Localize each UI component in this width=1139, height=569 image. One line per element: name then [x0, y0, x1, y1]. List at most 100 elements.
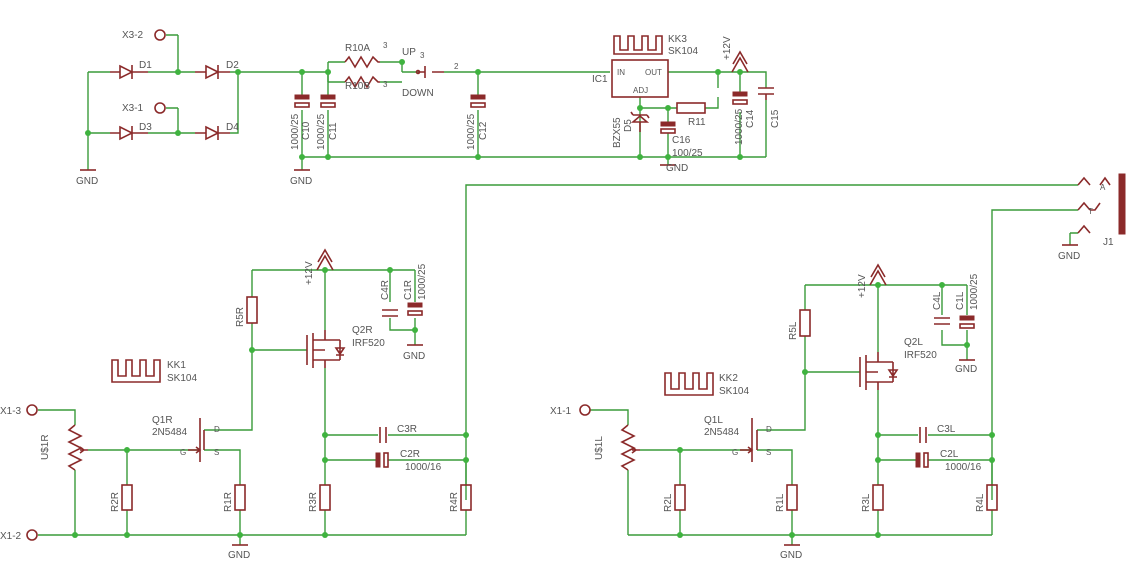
label-q1l-type: 2N5484 [704, 427, 739, 438]
capacitor-c11 [320, 94, 336, 108]
resistor-r3r [319, 484, 331, 511]
supply-arrow [316, 50, 887, 286]
resistor-r5l [799, 309, 811, 337]
capacitor-c3l [919, 427, 927, 443]
pot-us1l [620, 424, 640, 471]
wires [38, 34, 1078, 545]
mosfet-q2r [306, 330, 346, 368]
label-c1r: C1R [403, 280, 414, 300]
label-c14-value: 1000/25 [734, 108, 745, 145]
resistor-r3l [872, 484, 884, 511]
label-q1r-g: G [180, 448, 186, 457]
label-gnd-r: GND [228, 550, 250, 561]
connector-x3-2 [154, 29, 166, 41]
resistor-r1l [786, 484, 798, 511]
jack-j1 [1077, 173, 1126, 235]
label-gnd-jack: GND [1058, 251, 1080, 262]
label-us1l: U$1L [594, 436, 605, 460]
label-bzx55: BZX55 [612, 117, 623, 148]
heatsink-kk2 [664, 372, 714, 396]
label-12v-top: +12V [722, 36, 733, 60]
mosfet-q2l [859, 352, 899, 390]
label-c1l: C1L [955, 291, 966, 310]
resistor-r10b [344, 75, 380, 89]
resistor-r2l [674, 484, 686, 511]
label-d2: D2 [226, 60, 239, 71]
label-in: IN [617, 68, 625, 77]
label-jack-t: T [1088, 207, 1093, 216]
capacitor-c1l [959, 315, 975, 329]
label-x3-2: X3-2 [122, 30, 144, 41]
label-ic1: IC1 [592, 74, 608, 85]
gnd-symbol [80, 164, 1078, 546]
resistor-r10a [344, 55, 380, 69]
label-kk1: KK1 [167, 360, 186, 371]
label-j1: J1 [1103, 237, 1114, 248]
jfet-q1r [188, 418, 205, 462]
label-out: OUT [645, 68, 662, 77]
label-q2r-type: IRF520 [352, 338, 385, 349]
capacitor-c4l [934, 317, 950, 325]
diode-d3 [110, 125, 148, 141]
label-d3: D3 [139, 122, 152, 133]
capacitor-c3r [379, 427, 387, 443]
label-sk104-kk3: SK104 [668, 46, 698, 57]
jfet-q1l [740, 418, 758, 462]
label-r4l: R4L [975, 493, 986, 512]
label-c12: C12 [478, 121, 489, 140]
label-r2l: R2L [663, 493, 674, 512]
label-c10-value: 1000/25 [290, 113, 301, 150]
label-c2r: C2R [400, 449, 420, 460]
label-r3l: R3L [861, 493, 872, 512]
label-gnd-2: GND [290, 176, 312, 187]
label-c16: C16 [672, 135, 691, 146]
label-up-pin: 3 [420, 51, 425, 60]
label-sk104-kk1: SK104 [167, 373, 197, 384]
connector-x1-2 [26, 529, 38, 541]
label-gnd-3: GND [666, 163, 688, 174]
label-d5: D5 [623, 119, 634, 132]
capacitor-c1r [407, 302, 423, 316]
capacitor-c4r [382, 309, 398, 317]
resistor-r5r [246, 296, 258, 324]
pot-us1r [67, 424, 88, 471]
connector-x3-1 [154, 102, 166, 114]
label-jack-a: A [1100, 183, 1106, 192]
label-r2r: R2R [110, 492, 121, 512]
label-sk104-kk2: SK104 [719, 386, 749, 397]
zener-d5 [630, 111, 650, 132]
capacitor-c10 [294, 94, 310, 108]
resistor-r11 [676, 102, 706, 114]
label-c3l: C3L [937, 424, 956, 435]
label-c1l-value: 1000/25 [969, 273, 980, 310]
label-r11: R11 [688, 117, 706, 128]
diode-d4 [195, 125, 230, 141]
capacitor-c16 [660, 121, 676, 134]
resistor-r4r [460, 484, 472, 511]
label-r1r: R1R [223, 492, 234, 512]
capacitor-c12 [470, 94, 486, 108]
heatsink-kk1 [111, 359, 161, 383]
label-up: UP [402, 47, 416, 58]
resistor-r1r [234, 484, 246, 511]
capacitor-c15 [758, 87, 774, 100]
label-d1: D1 [139, 60, 152, 71]
label-12v-r: +12V [304, 261, 315, 285]
label-c11: C11 [328, 122, 339, 140]
label-kk2: KK2 [719, 373, 738, 384]
label-gnd-c1r: GND [403, 351, 425, 362]
label-pin2: 2 [454, 62, 459, 71]
label-q1l-g: G [732, 448, 738, 457]
label-12v-l: +12V [857, 274, 868, 298]
label-c1r-value: 1000/25 [417, 263, 428, 300]
label-r5r: R5R [235, 307, 246, 327]
label-r3r: R3R [308, 492, 319, 512]
label-gnd-1: GND [76, 176, 98, 187]
diode-d2 [195, 64, 230, 80]
label-q1r-s: S [214, 448, 219, 457]
label-q1l-d: D [766, 425, 772, 434]
label-q1r-d: D [214, 425, 220, 434]
label-x1-3: X1-3 [0, 406, 22, 417]
regulator-ic1 [611, 59, 669, 98]
